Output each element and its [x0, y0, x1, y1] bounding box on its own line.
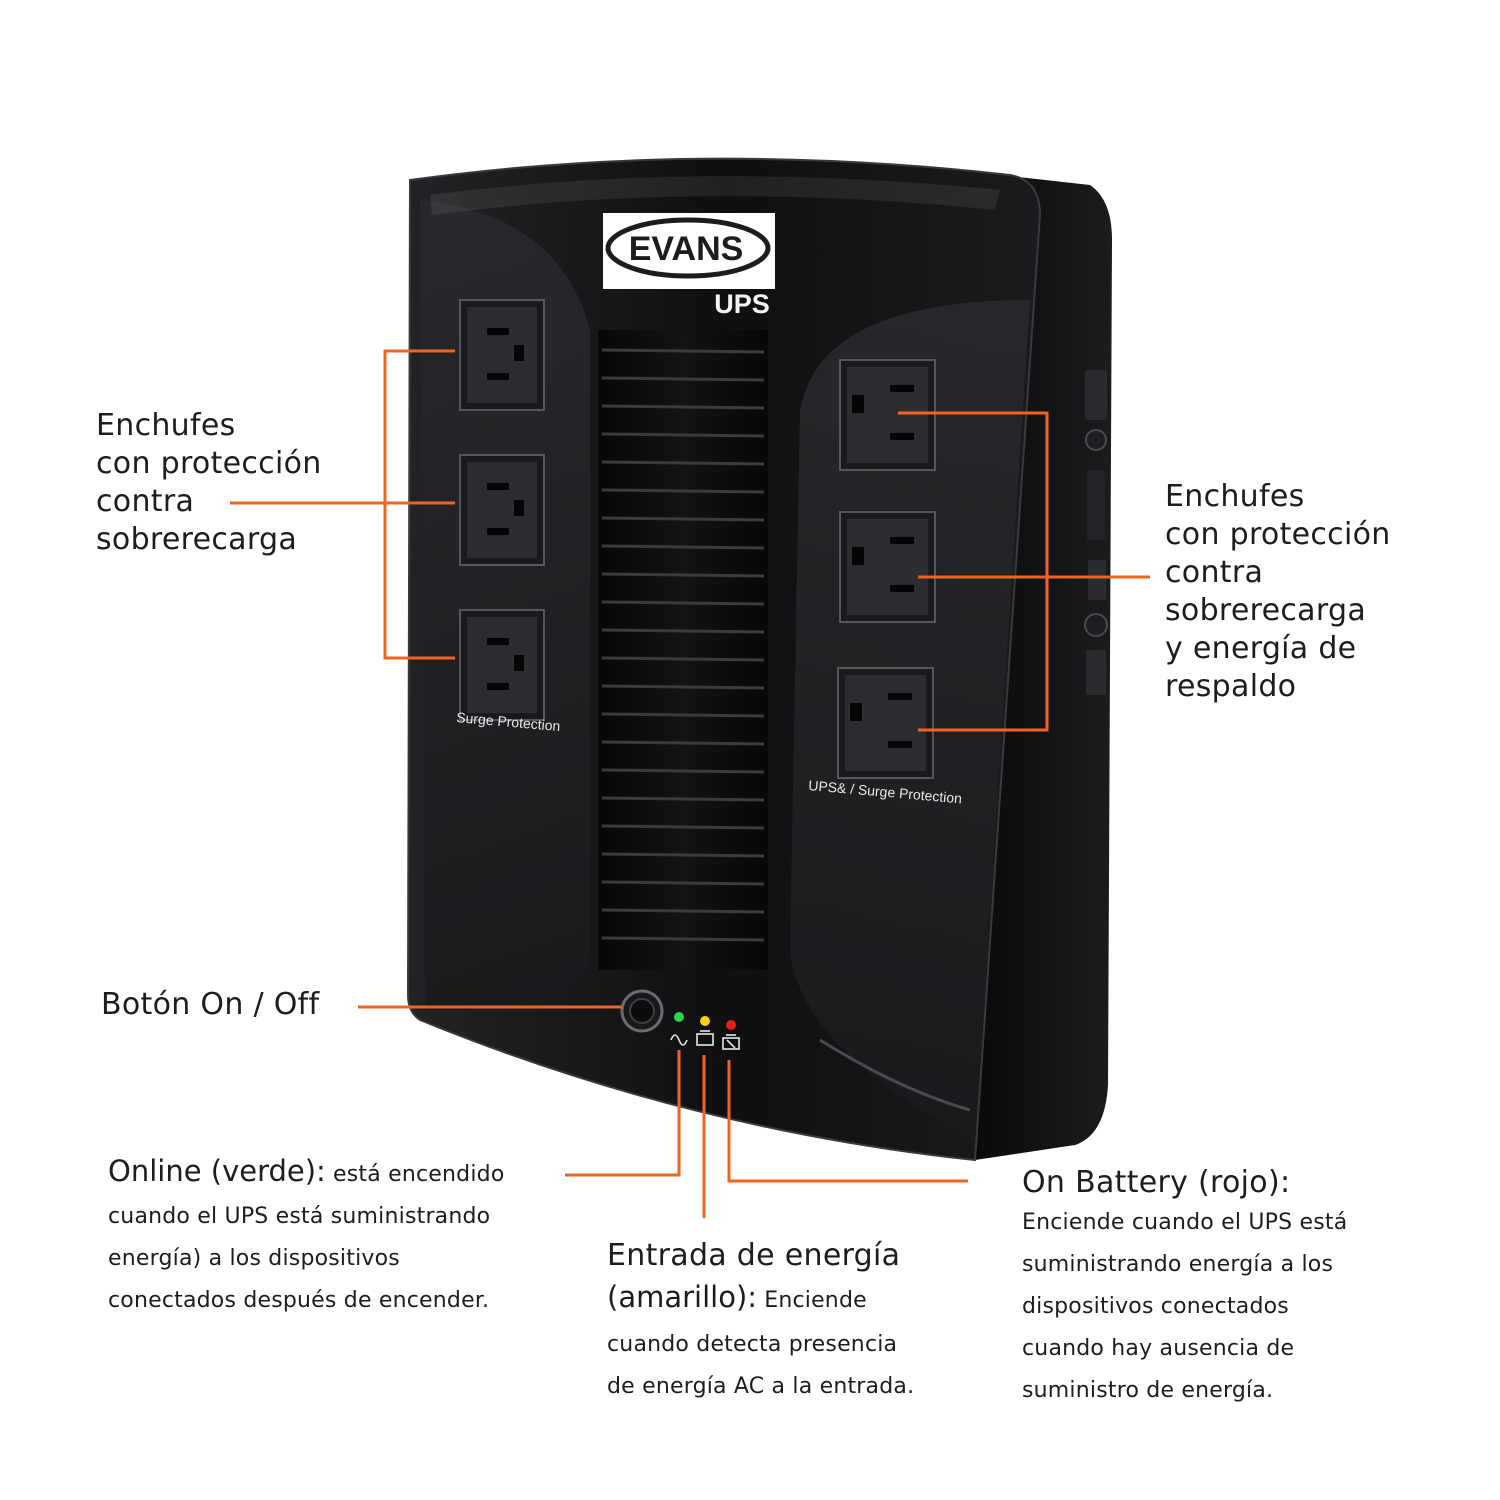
- led-icons: [670, 1030, 740, 1050]
- battery-led-callout: On Battery (rojo): Enciende cuando el UP…: [1022, 1164, 1462, 1412]
- svg-text:EVANS: EVANS: [629, 230, 744, 268]
- input-led-title-line2: (amarillo):: [607, 1280, 758, 1314]
- vent-slots: [601, 348, 765, 942]
- input-led-desc-first: Enciende: [757, 1288, 867, 1313]
- leader-backup-outlets: [898, 411, 1049, 732]
- backup-outlets-callout: Enchufes con protección contra sobrereca…: [1165, 479, 1391, 704]
- leader-online: [565, 1050, 681, 1177]
- input-led-title-line1: Entrada de energía: [607, 1238, 901, 1273]
- online-led-callout: Online (verde): está encendido cuando el…: [108, 1152, 578, 1322]
- input-led-callout: Entrada de energía (amarillo): Enciende …: [607, 1237, 967, 1408]
- online-led-desc-rest: cuando el UPS está suministrando energía…: [108, 1204, 491, 1313]
- side-connectors: [1084, 370, 1108, 695]
- online-led-title: Online (verde):: [108, 1154, 326, 1188]
- power-button: [620, 989, 664, 1033]
- power-button-callout: Botón On / Off: [101, 987, 320, 1022]
- vent-grille: [598, 330, 768, 970]
- online-led-desc-first: está encendido: [325, 1162, 505, 1187]
- right-outlet-2: [839, 511, 936, 623]
- svg-text:UPS: UPS: [714, 289, 770, 319]
- led-online: [674, 1012, 684, 1022]
- left-outlet-1: [459, 299, 545, 411]
- left-outlet-2: [459, 454, 545, 566]
- leader-lines: [230, 349, 1150, 1218]
- bottom-edge-highlight: [819, 1038, 971, 1112]
- led-battery: [726, 1020, 736, 1030]
- evans-logo: EVANS UPS: [603, 213, 775, 319]
- left-outlet-3: [459, 609, 545, 721]
- right-outlet-1: [839, 359, 936, 471]
- leader-battery: [727, 1060, 968, 1183]
- led-input: [700, 1016, 710, 1026]
- input-led-desc-rest: cuando detecta presencia de energía AC a…: [607, 1332, 915, 1399]
- right-outlet-3: [837, 667, 934, 779]
- gloss-highlight: [430, 176, 1000, 215]
- battery-led-title: On Battery (rojo):: [1022, 1165, 1291, 1200]
- surge-outlets-callout: Enchufes con protección contra sobrereca…: [96, 408, 322, 557]
- battery-led-desc: Enciende cuando el UPS está suministrand…: [1022, 1210, 1348, 1403]
